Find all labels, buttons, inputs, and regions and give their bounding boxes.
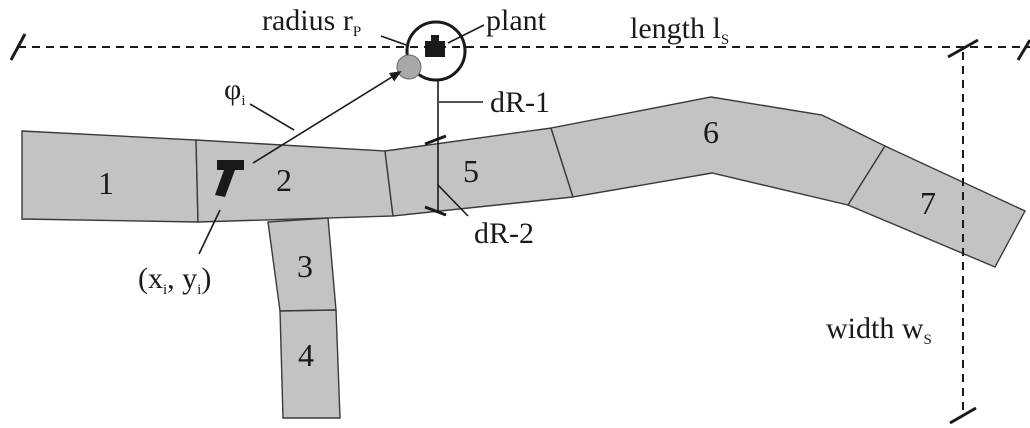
annotation-labels: radius rP plant length lS φi dR-1 dR-2 (… [138,4,932,348]
dr2-leader [437,184,469,217]
coord-leader [198,209,221,255]
length-mid-tick [947,38,979,59]
segments-layer [21,96,1026,419]
dimension-lines [9,33,1030,425]
segment-1-number: 1 [98,165,114,201]
segment-6-number: 6 [703,114,719,150]
dr-upper-tick [424,134,447,146]
segment-5 [384,127,574,217]
dr1-label: dR-1 [490,86,550,119]
radius-leader [380,35,410,47]
plant-label: plant [486,4,547,37]
plant-leader [447,24,485,44]
plant-group [396,20,467,82]
width-bottom-tick [949,406,977,425]
dr-lower-tick [424,205,447,217]
source-marker-icon [215,160,244,197]
radius-label: radius rP [262,4,361,40]
segment-4 [279,309,341,419]
plant-marker-icon [425,35,445,57]
width-label: width wS [826,312,932,348]
length-left-tick [9,33,27,61]
leader-lines [198,24,485,255]
dr2-label: dR-2 [474,217,534,250]
segment-7 [846,145,1026,268]
coordinates-label: (xi, yi) [138,262,211,298]
dr-distance-line [424,80,447,217]
length-label: length lS [630,12,729,48]
segment-3-number: 3 [297,248,313,284]
phi-label: φi [224,73,246,109]
segment-7-number: 7 [920,185,936,221]
length-right-tick [1016,39,1030,61]
phi-leader [249,103,295,131]
segment-numbers: 1 2 3 4 5 6 7 [98,114,936,373]
segment-5-number: 5 [463,153,479,189]
direction-arrow [252,70,402,164]
segment-2-number: 2 [276,162,292,198]
plant-radius-circle [405,20,467,82]
source-group [215,70,402,197]
plant-target-circle [396,54,422,80]
segment-4-number: 4 [298,337,314,373]
